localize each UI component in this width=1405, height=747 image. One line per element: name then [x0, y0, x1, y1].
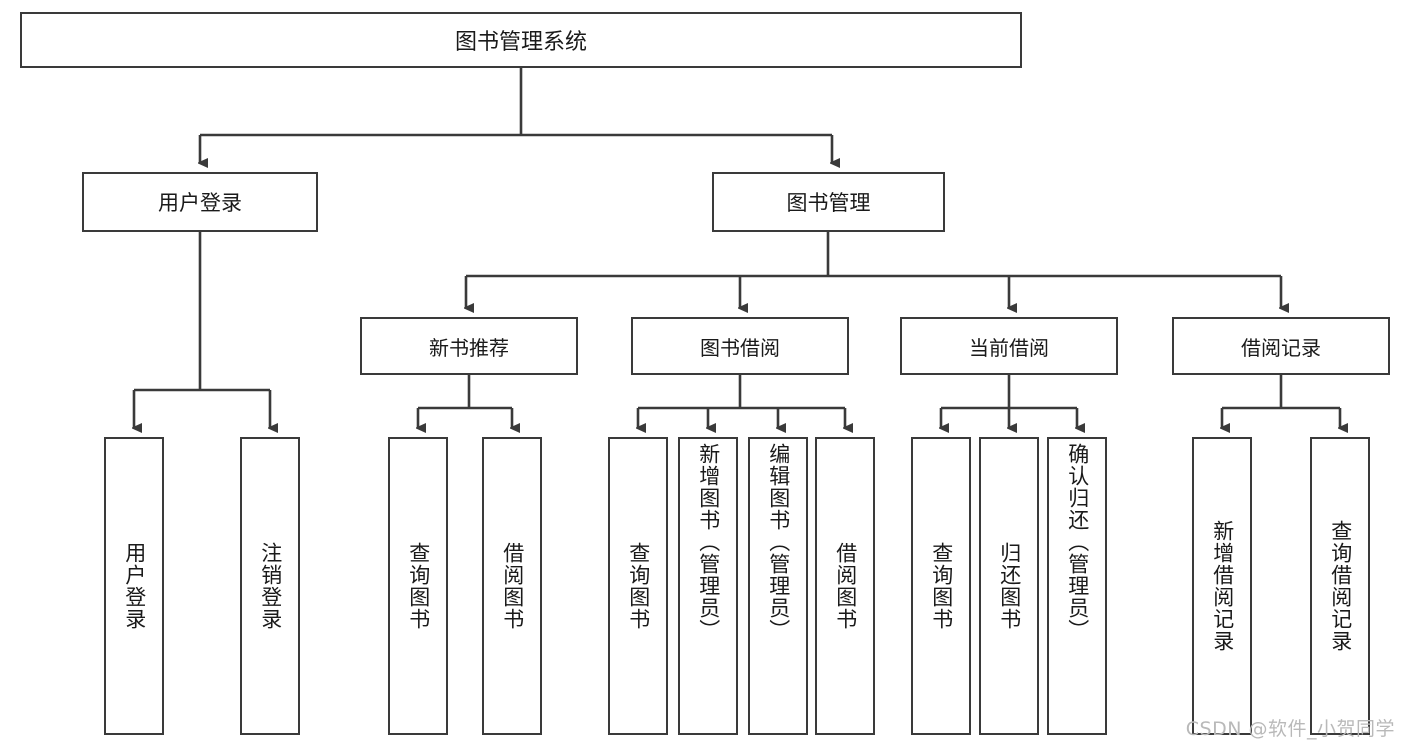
leaf-book-borrow-query-label: 查询图书: [626, 542, 651, 630]
leaf-borrow-record-query-label: 查询借阅记录: [1328, 520, 1353, 652]
leaf-book-borrow-add-label: 新增图书（管理员）: [696, 443, 721, 641]
leaf-user-login-login[interactable]: 用户登录: [104, 437, 164, 735]
leaf-new-book-query-label: 查询图书: [406, 542, 431, 630]
leaf-book-borrow-borrow-label: 借阅图书: [833, 542, 858, 630]
node-new-book-recommend[interactable]: 新书推荐: [360, 317, 578, 375]
leaf-current-borrow-confirm[interactable]: 确认归还（管理员）: [1047, 437, 1107, 735]
leaf-current-borrow-return-label: 归还图书: [997, 542, 1022, 630]
leaf-new-book-borrow-label: 借阅图书: [500, 542, 525, 630]
node-book-borrow[interactable]: 图书借阅: [631, 317, 849, 375]
node-borrow-record-label: 借阅记录: [1241, 335, 1321, 360]
leaf-new-book-borrow[interactable]: 借阅图书: [482, 437, 542, 735]
node-book-management[interactable]: 图书管理: [712, 172, 945, 232]
node-current-borrow[interactable]: 当前借阅: [900, 317, 1118, 375]
leaf-borrow-record-add-label: 新增借阅记录: [1210, 520, 1235, 652]
leaf-book-borrow-edit-label: 编辑图书（管理员）: [766, 443, 791, 641]
node-new-book-recommend-label: 新书推荐: [429, 335, 509, 360]
leaf-borrow-record-add[interactable]: 新增借阅记录: [1192, 437, 1252, 735]
leaf-user-login-login-label: 用户登录: [122, 542, 147, 630]
node-borrow-record[interactable]: 借阅记录: [1172, 317, 1390, 375]
leaf-current-borrow-return[interactable]: 归还图书: [979, 437, 1039, 735]
leaf-current-borrow-query-label: 查询图书: [929, 542, 954, 630]
node-user-login-label: 用户登录: [158, 191, 242, 215]
node-user-login[interactable]: 用户登录: [82, 172, 318, 232]
leaf-book-borrow-add[interactable]: 新增图书（管理员）: [678, 437, 738, 735]
leaf-book-borrow-edit[interactable]: 编辑图书（管理员）: [748, 437, 808, 735]
leaf-book-borrow-borrow[interactable]: 借阅图书: [815, 437, 875, 735]
leaf-new-book-query[interactable]: 查询图书: [388, 437, 448, 735]
node-root-system[interactable]: 图书管理系统: [20, 12, 1022, 68]
node-book-borrow-label: 图书借阅: [700, 335, 780, 360]
leaf-current-borrow-confirm-label: 确认归还（管理员）: [1065, 443, 1090, 641]
leaf-book-borrow-query[interactable]: 查询图书: [608, 437, 668, 735]
node-current-borrow-label: 当前借阅: [969, 335, 1049, 360]
csdn-watermark: CSDN @软件_小贺同学: [1185, 718, 1395, 740]
node-root-label: 图书管理系统: [454, 30, 587, 55]
leaf-user-login-logout-label: 注销登录: [258, 542, 283, 630]
leaf-borrow-record-query[interactable]: 查询借阅记录: [1310, 437, 1370, 735]
node-book-management-label: 图书管理: [786, 191, 871, 215]
leaf-current-borrow-query[interactable]: 查询图书: [911, 437, 971, 735]
leaf-user-login-logout[interactable]: 注销登录: [240, 437, 300, 735]
